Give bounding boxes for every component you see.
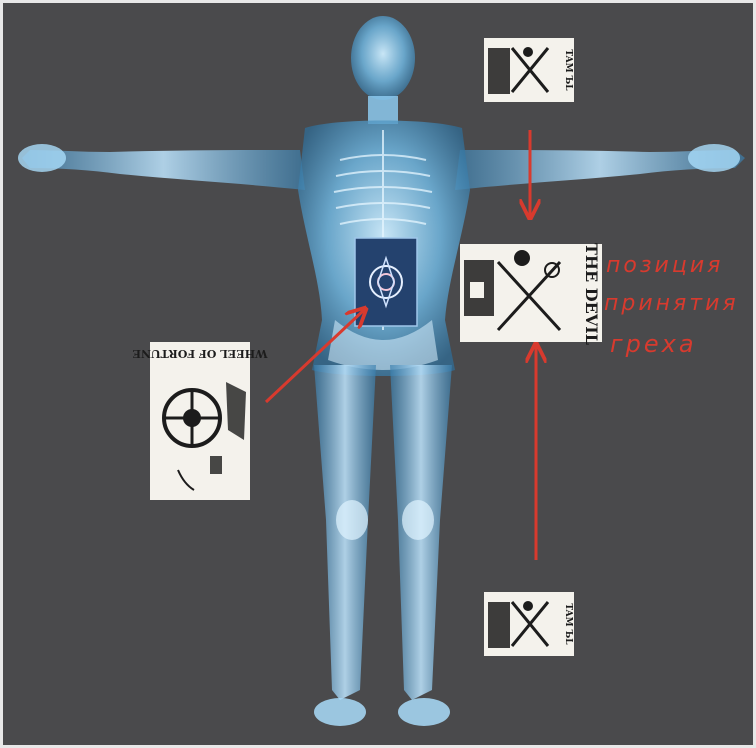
annotation-line-1: позиция: [606, 253, 723, 278]
tarot-card-back-icon: [355, 238, 417, 326]
tarot-card-bottom-label: TAM ЪL: [563, 603, 573, 645]
left-hand: [18, 144, 66, 172]
right-foot: [398, 698, 450, 726]
tarot-card-bottom: TAM ЪL: [484, 592, 574, 656]
tarot-card-wheel-label: WHEEL OF FORTUNE: [133, 347, 269, 360]
head: [351, 16, 415, 100]
left-knee: [336, 500, 368, 540]
right-knee: [402, 500, 434, 540]
tarot-card-devil: THE DEVIL: [460, 243, 602, 345]
annotation-line-2: принятия: [604, 291, 739, 316]
tarot-card-wheel: WHEEL OF FORTUNE: [133, 342, 269, 500]
annotation-line-3: греха: [610, 330, 697, 358]
tarot-card-devil-label: THE DEVIL: [582, 243, 601, 345]
tarot-card-top-label: TAM ЪL: [563, 49, 573, 91]
neck: [368, 96, 398, 124]
tarot-card-top: TAM ЪL: [484, 38, 574, 102]
left-foot: [314, 698, 366, 726]
right-hand: [688, 144, 740, 172]
